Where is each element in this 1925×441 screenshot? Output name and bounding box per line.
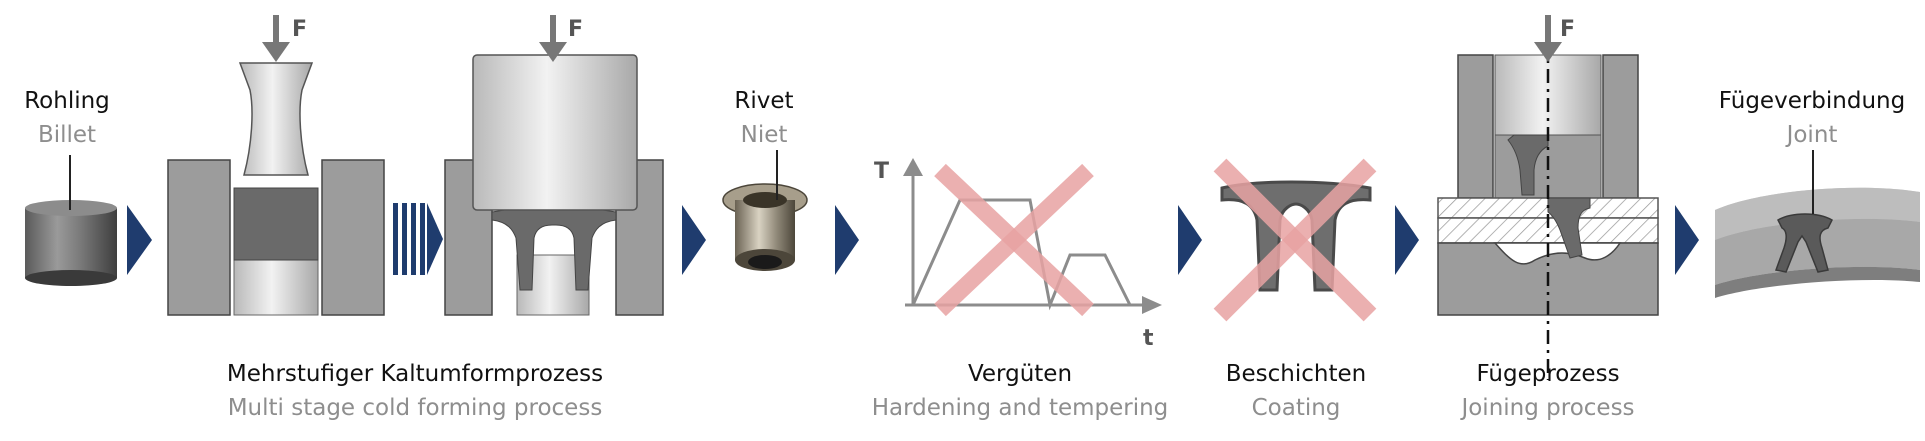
process-label-hardening-en: Hardening and tempering: [871, 395, 1169, 421]
stage-label-rivet-de: Rivet: [734, 88, 794, 114]
flow-arrow-1: [127, 205, 152, 275]
process-label-cold-forming-de: Mehrstufiger Kaltumformprozess: [226, 361, 604, 387]
graph-y-label: T: [874, 159, 889, 184]
force-label-1: F: [292, 17, 307, 42]
flow-arrow-multi-stage: [393, 203, 443, 275]
force-label-3: F: [1560, 17, 1575, 42]
temperature-graph: [903, 158, 1162, 317]
stage-label-billet-de: Rohling: [24, 88, 110, 114]
joint-image: [1715, 150, 1920, 298]
process-label-hardening: Vergüten Hardening and tempering: [872, 357, 1169, 425]
coated-rivet-section: [1213, 158, 1377, 322]
process-label-coating-en: Coating: [1251, 395, 1341, 421]
cold-forming-die-1: [167, 15, 385, 316]
flow-arrow-5: [1178, 205, 1202, 275]
stage-label-rivet-en: Niet: [740, 122, 788, 148]
process-label-cold-forming: Mehrstufiger Kaltumformprozess Multi sta…: [227, 357, 603, 425]
process-label-joining-de: Fügeprozess: [1476, 361, 1620, 387]
process-label-joining-en: Joining process: [1461, 395, 1635, 421]
cold-forming-die-2: [444, 15, 664, 316]
stage-label-joint: Fügeverbindung Joint: [1719, 84, 1905, 152]
force-label-2: F: [568, 17, 583, 42]
stage-label-joint-de: Fügeverbindung: [1718, 88, 1906, 114]
process-label-joining: Fügeprozess Joining process: [1461, 357, 1634, 425]
stage-label-billet-en: Billet: [37, 122, 97, 148]
process-label-hardening-de: Vergüten: [967, 361, 1073, 387]
rivet-image: [722, 150, 808, 271]
flow-arrow-6: [1395, 205, 1419, 275]
stage-label-rivet: Rivet Niet: [734, 84, 793, 152]
flow-arrow-3: [682, 205, 706, 275]
process-label-coating-de: Beschichten: [1225, 361, 1367, 387]
process-label-coating: Beschichten Coating: [1226, 357, 1367, 425]
joining-process-tool: [1437, 15, 1659, 380]
flow-arrow-4: [835, 205, 859, 275]
flow-arrow-7: [1675, 205, 1699, 275]
stage-label-joint-en: Joint: [1786, 122, 1838, 148]
graph-x-label: t: [1143, 326, 1154, 351]
billet-image: [25, 155, 117, 286]
process-label-cold-forming-en: Multi stage cold forming process: [227, 395, 603, 421]
stage-label-billet: Rohling Billet: [24, 84, 110, 152]
